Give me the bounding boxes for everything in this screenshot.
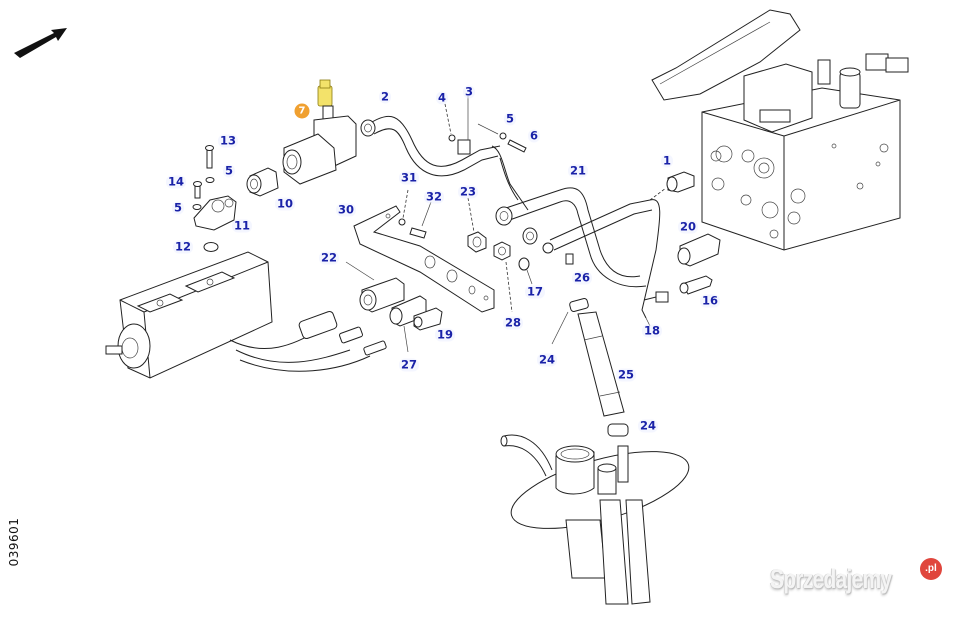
watermark-badge: .pl bbox=[920, 558, 942, 580]
watermark-text: Sprzedajemy bbox=[770, 564, 892, 594]
fitting-part-10[interactable] bbox=[246, 167, 279, 197]
callout-part-30[interactable]: 30 bbox=[335, 202, 357, 217]
callout-part-25[interactable]: 25 bbox=[615, 367, 637, 382]
callout-part-3[interactable]: 3 bbox=[462, 84, 476, 99]
callout-part-12[interactable]: 12 bbox=[172, 239, 194, 254]
callout-part-20[interactable]: 20 bbox=[677, 219, 699, 234]
document-id-text: 039601 bbox=[7, 517, 21, 567]
arrow-up-right-icon bbox=[14, 28, 67, 58]
bolt-part-6[interactable] bbox=[507, 139, 527, 153]
nut-part-23[interactable] bbox=[467, 197, 487, 253]
bolt-part-13[interactable] bbox=[205, 145, 214, 169]
document-id: 039601 bbox=[4, 512, 24, 572]
nut-part-28[interactable] bbox=[493, 241, 513, 313]
bracket-part-30[interactable] bbox=[353, 205, 495, 313]
callout-part-6[interactable]: 6 bbox=[527, 128, 541, 143]
callout-part-21[interactable]: 21 bbox=[567, 163, 589, 178]
fitting-part-16[interactable] bbox=[679, 275, 713, 295]
callout-part-24[interactable]: 24 bbox=[637, 418, 659, 433]
tank-suction-flange[interactable] bbox=[500, 434, 697, 605]
callout-part-28[interactable]: 28 bbox=[502, 315, 524, 330]
callout-part-18[interactable]: 18 bbox=[641, 323, 663, 338]
callout-part-5[interactable]: 5 bbox=[222, 163, 236, 178]
bolt-part-14[interactable] bbox=[193, 181, 202, 199]
callout-part-7-highlighted[interactable]: 7 bbox=[294, 103, 310, 119]
callout-part-13[interactable]: 13 bbox=[217, 133, 239, 148]
bolt-part-32[interactable] bbox=[409, 201, 432, 239]
callout-part-11[interactable]: 11 bbox=[231, 218, 253, 233]
callout-part-22[interactable]: 22 bbox=[318, 250, 340, 265]
tube-assembly-part-21[interactable] bbox=[495, 187, 653, 288]
callout-part-17[interactable]: 17 bbox=[524, 284, 546, 299]
o-ring-part-12[interactable] bbox=[203, 242, 219, 252]
fitting-part-19[interactable] bbox=[413, 307, 443, 331]
fitting-part-1[interactable] bbox=[666, 171, 695, 193]
callout-part-24[interactable]: 24 bbox=[536, 352, 558, 367]
callout-part-26[interactable]: 26 bbox=[571, 270, 593, 285]
electric-pump-motor[interactable] bbox=[105, 251, 273, 379]
washer-part-5[interactable] bbox=[205, 177, 215, 183]
nut-part-4[interactable] bbox=[448, 134, 456, 142]
tube-part-18[interactable] bbox=[641, 199, 669, 327]
clamp-part-24[interactable] bbox=[607, 423, 629, 437]
clamp-part-3[interactable] bbox=[457, 96, 471, 155]
callout-part-5[interactable]: 5 bbox=[503, 111, 517, 126]
callout-part-19[interactable]: 19 bbox=[434, 327, 456, 342]
hose-part-25[interactable] bbox=[577, 311, 625, 417]
callout-part-4[interactable]: 4 bbox=[435, 90, 449, 105]
tube-part-2[interactable] bbox=[360, 115, 529, 211]
fitting-part-26[interactable] bbox=[565, 253, 574, 265]
clamp-part-24[interactable] bbox=[551, 298, 589, 345]
flange-part-11[interactable] bbox=[193, 195, 237, 231]
callout-part-27[interactable]: 27 bbox=[398, 357, 420, 372]
callout-part-10[interactable]: 10 bbox=[274, 196, 296, 211]
callout-part-5[interactable]: 5 bbox=[171, 200, 185, 215]
callout-part-16[interactable]: 16 bbox=[699, 293, 721, 308]
callout-part-32[interactable]: 32 bbox=[423, 189, 445, 204]
callout-part-2[interactable]: 2 bbox=[378, 89, 392, 104]
hydraulic-hoses bbox=[229, 311, 387, 372]
nut-part-17[interactable] bbox=[518, 257, 533, 285]
callout-part-1[interactable]: 1 bbox=[660, 153, 674, 168]
hydraulic-valve-block[interactable] bbox=[651, 9, 909, 251]
washer-part-5[interactable] bbox=[499, 132, 507, 140]
fitting-part-20[interactable] bbox=[677, 233, 721, 267]
callout-part-23[interactable]: 23 bbox=[457, 184, 479, 199]
callout-part-14[interactable]: 14 bbox=[165, 174, 187, 189]
fitting-part-22[interactable] bbox=[359, 277, 405, 313]
washer-part-5[interactable] bbox=[192, 204, 202, 210]
sensor-adapter-part-7[interactable] bbox=[282, 79, 357, 185]
washer-part-31[interactable] bbox=[398, 218, 406, 226]
callout-part-31[interactable]: 31 bbox=[398, 170, 420, 185]
